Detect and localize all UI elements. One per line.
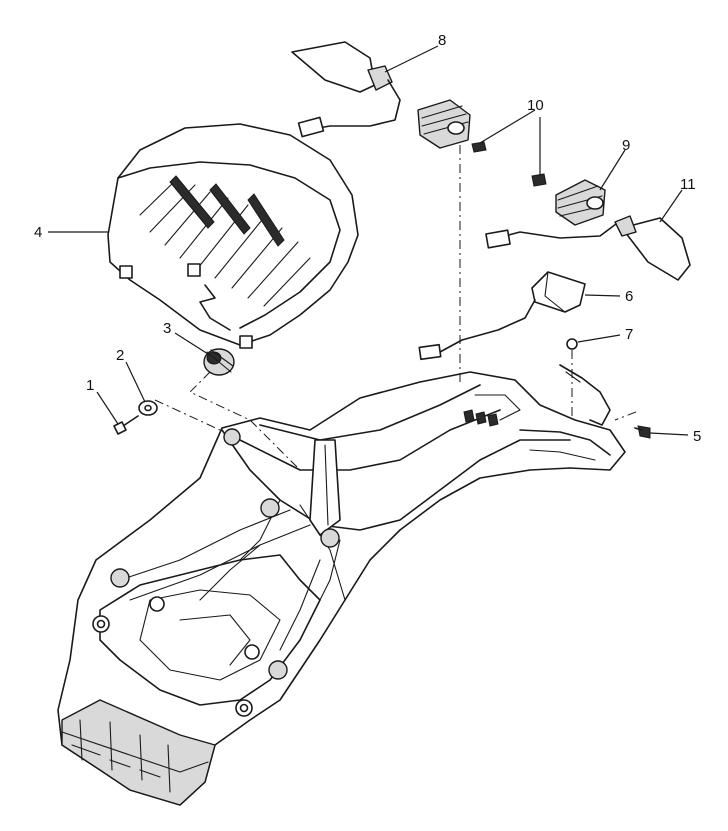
signal-screws: [471, 141, 547, 187]
callout-4: 4: [34, 224, 42, 241]
callout-11: 11: [680, 176, 696, 193]
signal-mount-grommet-right: [555, 179, 606, 226]
license-plate-light: [418, 271, 586, 361]
tail-light-assembly: [107, 123, 359, 349]
screw-and-washer: [113, 400, 158, 435]
callout-10: 10: [527, 97, 544, 114]
callout-3: 3: [163, 320, 171, 337]
rear-frame: [57, 371, 626, 806]
callout-labels: 1 2 3 4 5 6 7 8 9 10 11: [34, 32, 701, 445]
callout-5: 5: [693, 428, 701, 445]
frame-screw: [634, 425, 651, 439]
callout-9: 9: [622, 137, 630, 154]
callout-2: 2: [116, 347, 124, 364]
callout-8: 8: [438, 32, 446, 49]
signal-mount-grommet-left: [417, 99, 471, 149]
callout-6: 6: [625, 288, 633, 305]
right-turn-signal: [485, 215, 691, 281]
left-turn-signal: [291, 41, 401, 138]
leader-lines: [48, 45, 689, 436]
assembly-lines: [154, 145, 637, 471]
rubber-grommet: [203, 348, 235, 376]
callout-7: 7: [625, 326, 633, 343]
nut-and-bracket: [559, 338, 611, 426]
callout-1: 1: [86, 377, 94, 394]
